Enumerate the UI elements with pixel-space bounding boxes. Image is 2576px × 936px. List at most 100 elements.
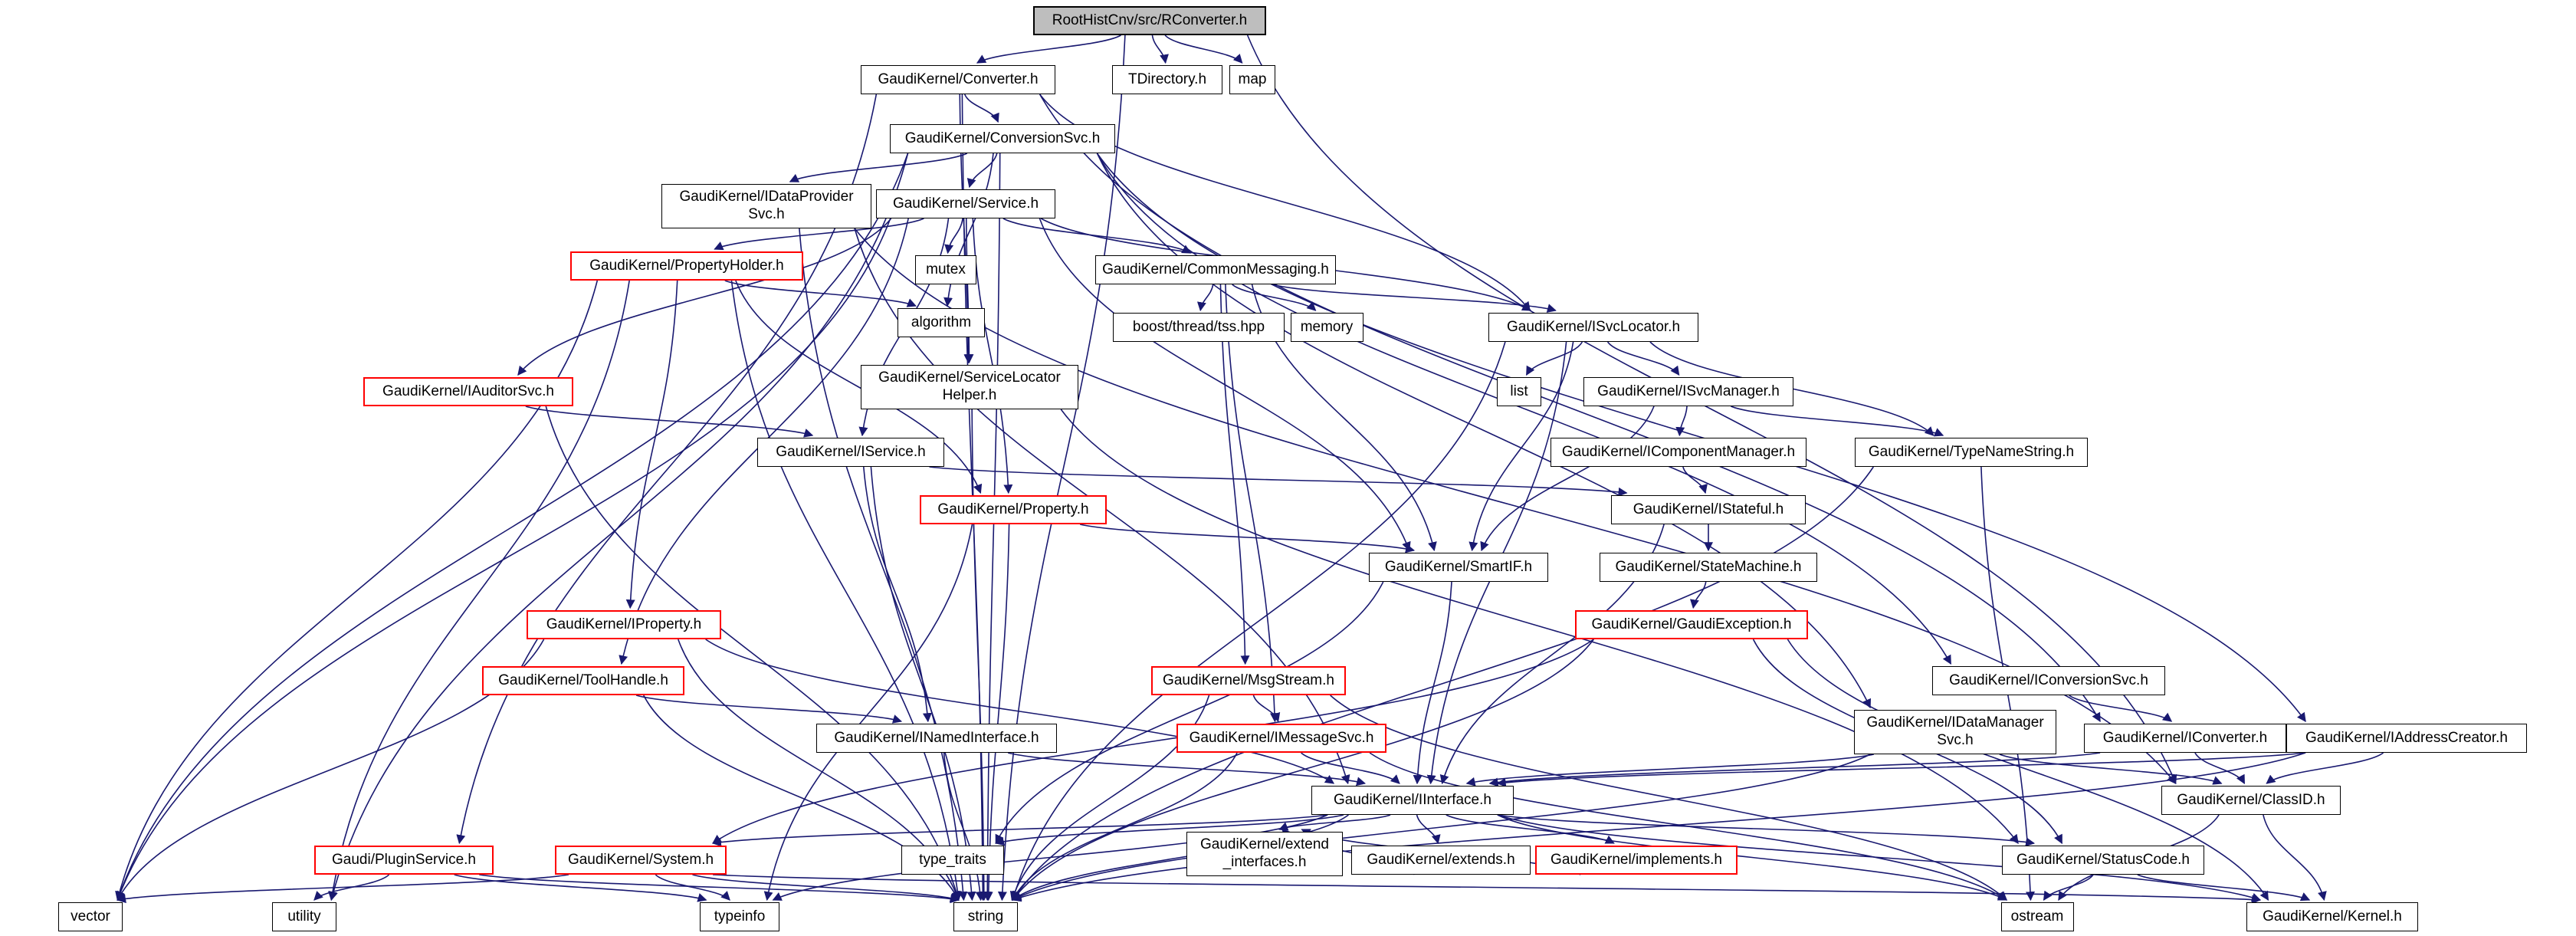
include-edge-propertyholder-to-utility bbox=[328, 280, 630, 902]
include-edge-service-to-propertyholder bbox=[714, 218, 924, 251]
graph-node-isvcmanager[interactable]: GaudiKernel/ISvcManager.h bbox=[1583, 377, 1793, 406]
include-edge-inamedinterface-to-iinterface bbox=[1007, 752, 1367, 787]
include-edge-system-to-vector bbox=[116, 874, 569, 904]
graph-node-tdirectory: TDirectory.h bbox=[1112, 65, 1222, 94]
include-edge-propertyholder-to-property bbox=[735, 280, 983, 494]
graph-node-icomponentmanager[interactable]: GaudiKernel/IComponentManager.h bbox=[1551, 438, 1806, 467]
graph-node-iinterface[interactable]: GaudiKernel/IInterface.h bbox=[1311, 786, 1514, 815]
graph-node-istateful[interactable]: GaudiKernel/IStateful.h bbox=[1611, 495, 1806, 524]
include-edge-iconverter-to-classid bbox=[2194, 752, 2246, 785]
graph-node-boosttss: boost/thread/tss.hpp bbox=[1113, 313, 1285, 342]
include-edge-idatamanagersvc-to-stringn bbox=[1012, 754, 1871, 901]
graph-node-list: list bbox=[1497, 377, 1541, 406]
graph-node-root: RootHistCnv/src/RConverter.h bbox=[1033, 6, 1266, 35]
include-edge-root-to-map bbox=[1164, 34, 1243, 64]
graph-node-stringn: string bbox=[953, 902, 1018, 931]
include-edge-isvclocator-to-isvcmanager bbox=[1606, 341, 1680, 376]
graph-node-mutex: mutex bbox=[915, 255, 976, 284]
graph-node-pluginservice[interactable]: Gaudi/PluginService.h bbox=[314, 846, 494, 875]
graph-node-statuscode[interactable]: GaudiKernel/StatusCode.h bbox=[2002, 846, 2204, 875]
graph-node-idataprovidersvc[interactable]: GaudiKernel/IDataProvider Svc.h bbox=[661, 184, 871, 228]
include-edge-service-to-property bbox=[972, 218, 1013, 494]
include-edge-iaddresscreator-to-classid bbox=[2266, 752, 2384, 784]
graph-node-map: map bbox=[1229, 65, 1275, 94]
include-edge-isvclocator-to-stringn bbox=[1010, 341, 1506, 902]
graph-node-gaudiexception[interactable]: GaudiKernel/GaudiException.h bbox=[1575, 610, 1808, 639]
include-edge-service-to-iauditorsvc bbox=[517, 218, 892, 376]
include-edge-conversionsvc-to-idatamanagersvc bbox=[1096, 153, 1871, 709]
graph-node-propertyholder[interactable]: GaudiKernel/PropertyHolder.h bbox=[570, 251, 803, 281]
include-edge-iinterface-to-typeinfo bbox=[772, 814, 1328, 901]
include-edge-slhelper-to-statuscode bbox=[1060, 409, 2019, 844]
include-edge-system-to-typeinfo bbox=[655, 874, 730, 901]
include-edge-iinterface-to-statuscode bbox=[1497, 814, 2036, 847]
graph-node-iaddresscreator[interactable]: GaudiKernel/IAddressCreator.h bbox=[2286, 724, 2527, 753]
include-edge-gaudiexception-to-kernel bbox=[1787, 639, 2269, 902]
include-edge-msgstream-to-imessagesvc bbox=[1252, 695, 1281, 723]
graph-node-slhelper[interactable]: GaudiKernel/ServiceLocator Helper.h bbox=[861, 365, 1078, 409]
graph-node-typetraits: type_traits bbox=[901, 846, 1004, 875]
include-edge-commonmessaging-to-memory bbox=[1232, 284, 1317, 311]
graph-node-iauditorsvc[interactable]: GaudiKernel/IAuditorSvc.h bbox=[363, 377, 573, 406]
graph-node-service[interactable]: GaudiKernel/Service.h bbox=[876, 189, 1055, 218]
include-edge-service-to-slhelper bbox=[964, 218, 974, 364]
graph-node-imessagesvc[interactable]: GaudiKernel/IMessageSvc.h bbox=[1176, 724, 1386, 753]
graph-node-commonmessaging[interactable]: GaudiKernel/CommonMessaging.h bbox=[1095, 255, 1336, 284]
include-edge-propertyholder-to-vector bbox=[115, 280, 599, 902]
graph-node-iservice[interactable]: GaudiKernel/IService.h bbox=[757, 438, 944, 467]
graph-node-memory: memory bbox=[1290, 313, 1363, 342]
graph-node-iconverter[interactable]: GaudiKernel/IConverter.h bbox=[2084, 724, 2286, 753]
include-edge-service-to-commonmessaging bbox=[1003, 218, 1192, 254]
graph-node-extendinterfaces[interactable]: GaudiKernel/extend _interfaces.h bbox=[1186, 832, 1343, 876]
include-edge-conversionsvc-to-iconversionsvc bbox=[1096, 153, 1952, 665]
include-edge-property-to-stringn bbox=[983, 524, 1010, 902]
graph-node-kernel[interactable]: GaudiKernel/Kernel.h bbox=[2246, 902, 2418, 931]
include-edge-system-to-kernel bbox=[713, 874, 2262, 905]
include-edge-converter-to-iconverter bbox=[1039, 94, 2101, 723]
include-edge-propertyholder-to-iproperty bbox=[625, 280, 678, 609]
graph-node-iconversionsvc[interactable]: GaudiKernel/IConversionSvc.h bbox=[1932, 666, 2165, 695]
include-edge-iinterface-to-ostream bbox=[1497, 814, 2008, 901]
graph-node-extends[interactable]: GaudiKernel/extends.h bbox=[1351, 846, 1531, 875]
include-edge-slhelper-to-stringn bbox=[971, 409, 989, 902]
graph-node-property[interactable]: GaudiKernel/Property.h bbox=[920, 495, 1107, 524]
include-edge-iinterface-to-implements bbox=[1446, 814, 1615, 844]
include-edge-commonmessaging-to-isvclocator bbox=[1272, 284, 1557, 313]
graph-node-smartif[interactable]: GaudiKernel/SmartIF.h bbox=[1369, 553, 1548, 582]
include-edge-conversionsvc-to-stringn bbox=[983, 153, 1001, 902]
include-edge-iauditorsvc-to-stringn bbox=[545, 406, 961, 902]
include-edge-imessagesvc-to-iinterface bbox=[1301, 752, 1400, 784]
graph-node-typenamestring[interactable]: GaudiKernel/TypeNameString.h bbox=[1855, 438, 2088, 467]
graph-node-implements[interactable]: GaudiKernel/implements.h bbox=[1535, 846, 1738, 875]
include-edge-commonmessaging-to-msgstream bbox=[1219, 284, 1250, 665]
graph-node-inamedinterface[interactable]: GaudiKernel/INamedInterface.h bbox=[816, 724, 1057, 753]
graph-node-system[interactable]: GaudiKernel/System.h bbox=[555, 846, 727, 875]
include-edge-conversionsvc-to-utility bbox=[329, 153, 909, 902]
include-edge-isvcmanager-to-icomponentmanager bbox=[1675, 406, 1688, 437]
include-edge-propertyholder-to-stringn bbox=[730, 280, 963, 902]
include-edge-iaddresscreator-to-stringn bbox=[1012, 752, 2306, 902]
graph-node-utility: utility bbox=[272, 902, 336, 931]
graph-node-toolhandle[interactable]: GaudiKernel/ToolHandle.h bbox=[482, 666, 684, 695]
include-edge-smartif-to-typetraits bbox=[995, 581, 1384, 845]
graph-node-idatamanagersvc[interactable]: GaudiKernel/IDataManager Svc.h bbox=[1854, 710, 2056, 754]
include-edge-iservice-to-inamedinterface bbox=[863, 466, 932, 723]
graph-node-classid[interactable]: GaudiKernel/ClassID.h bbox=[2161, 786, 2341, 815]
graph-node-conversionsvc[interactable]: GaudiKernel/ConversionSvc.h bbox=[890, 124, 1115, 153]
include-edge-propertyholder-to-algorithm bbox=[724, 280, 917, 307]
graph-node-iproperty[interactable]: GaudiKernel/IProperty.h bbox=[527, 610, 721, 639]
include-edge-iinterface-to-stringn bbox=[1012, 814, 1349, 901]
include-edge-pluginservice-to-utility bbox=[313, 874, 390, 901]
include-edge-commonmessaging-to-imessagesvc bbox=[1225, 284, 1279, 723]
graph-node-statemachine[interactable]: GaudiKernel/StateMachine.h bbox=[1600, 553, 1817, 582]
include-edge-service-to-mutex bbox=[944, 218, 963, 255]
include-edge-statuscode-to-kernel bbox=[2137, 874, 2311, 902]
include-edge-conversionsvc-to-vector bbox=[116, 153, 909, 902]
graph-node-isvclocator[interactable]: GaudiKernel/ISvcLocator.h bbox=[1488, 313, 1698, 342]
graph-node-msgstream[interactable]: GaudiKernel/MsgStream.h bbox=[1151, 666, 1346, 695]
include-edge-isvclocator-to-smartif bbox=[1468, 341, 1574, 552]
include-edge-conversionsvc-to-idataprovidersvc bbox=[789, 153, 968, 182]
include-edge-icomponentmanager-to-istateful bbox=[1682, 466, 1708, 494]
graph-node-converter[interactable]: GaudiKernel/Converter.h bbox=[861, 65, 1055, 94]
